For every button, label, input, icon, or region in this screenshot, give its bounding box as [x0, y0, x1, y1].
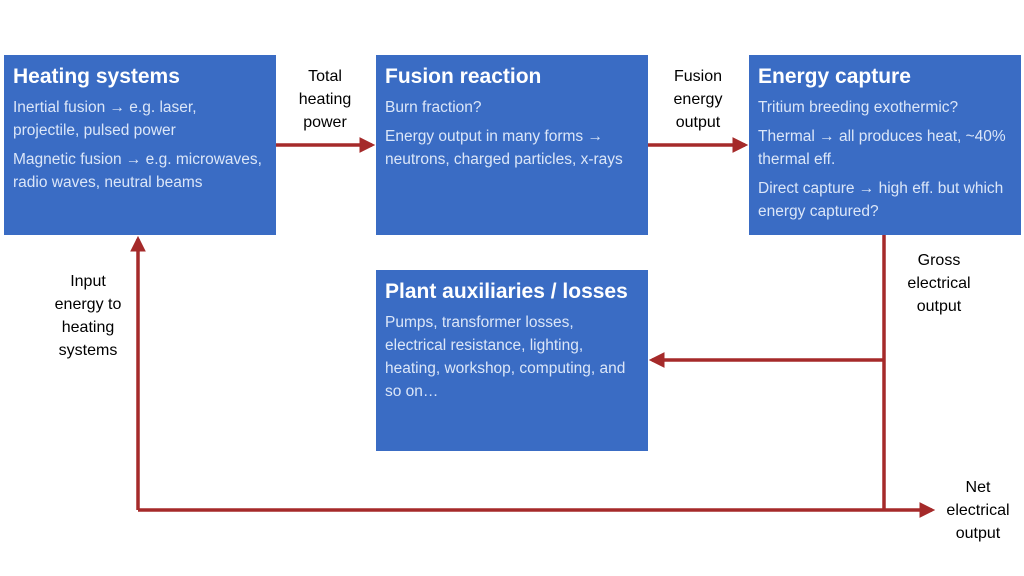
- box-heating-systems: Heating systems Inertial fusion → e.g. l…: [4, 55, 276, 235]
- box-title: Heating systems: [13, 65, 180, 88]
- box-text: Magnetic fusion → e.g. microwaves, radio…: [13, 151, 262, 191]
- box-text: Direct capture → high eff. but which ene…: [758, 180, 1004, 220]
- box-text: Tritium breeding exothermic?: [758, 99, 959, 116]
- label-total-heating-power: Total heating power: [298, 68, 352, 131]
- box-text: Inertial fusion → e.g. laser, projectile…: [13, 99, 197, 139]
- label-net-electrical-output: Net electrical output: [946, 479, 1010, 542]
- box-title: Energy capture: [758, 65, 911, 88]
- box-plant-auxiliaries: Plant auxiliaries / losses Pumps, transf…: [376, 270, 648, 451]
- box-fusion-reaction: Fusion reaction Burn fraction? Energy ou…: [376, 55, 648, 235]
- box-text: Pumps, transformer losses, electrical re…: [385, 314, 626, 400]
- box-energy-capture: Energy capture Tritium breeding exotherm…: [749, 55, 1021, 235]
- label-fusion-energy-output: Fusion energy output: [673, 68, 723, 131]
- label-input-energy: Input energy to heating systems: [54, 273, 122, 359]
- box-title: Plant auxiliaries / losses: [385, 280, 628, 303]
- box-text: Burn fraction?: [385, 99, 482, 116]
- box-title: Fusion reaction: [385, 65, 542, 88]
- box-text: Thermal → all produces heat, ~40% therma…: [758, 128, 1006, 168]
- label-gross-electrical-output: Gross electrical output: [907, 252, 971, 315]
- box-text: Energy output in many forms → neutrons, …: [385, 128, 623, 168]
